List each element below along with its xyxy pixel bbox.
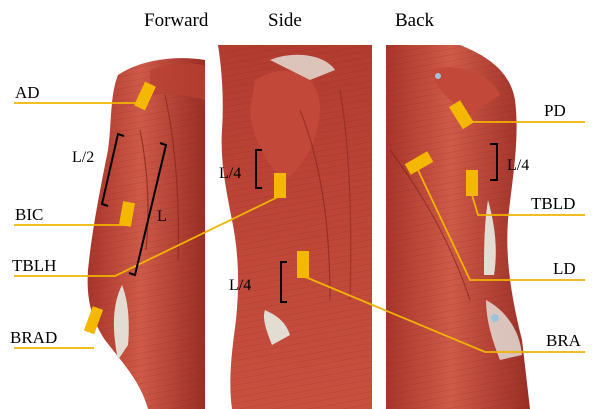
sensor-label-bra: BRA bbox=[546, 331, 582, 350]
length-half-label: L/2 bbox=[72, 149, 94, 166]
sensor-label-tbld: TBLD bbox=[531, 194, 575, 213]
sensor-label-ad: AD bbox=[15, 83, 40, 102]
length-back-label: L/4 bbox=[507, 157, 529, 174]
sensor-label-tblh: TBLH bbox=[12, 256, 56, 275]
sensor-bra bbox=[297, 251, 309, 278]
view-title-side: Side bbox=[268, 10, 302, 31]
forward-arm-illustration bbox=[88, 58, 205, 409]
length-full-label: L bbox=[157, 208, 167, 225]
side-arm-illustration bbox=[218, 45, 372, 409]
length-side-lower-label: L/4 bbox=[229, 277, 251, 294]
sensor-label-bic: BIC bbox=[15, 205, 43, 224]
sensor-tblh bbox=[274, 173, 286, 198]
sensor-label-ld: LD bbox=[553, 259, 576, 278]
sensor-label-pd: PD bbox=[544, 101, 566, 120]
sensor-tbld bbox=[466, 170, 478, 196]
back-arm-illustration bbox=[386, 45, 530, 409]
length-side-upper-label: L/4 bbox=[219, 165, 241, 182]
view-title-back: Back bbox=[395, 10, 435, 31]
sensor-label-brad: BRAD bbox=[10, 328, 57, 347]
view-title-forward: Forward bbox=[144, 10, 209, 31]
